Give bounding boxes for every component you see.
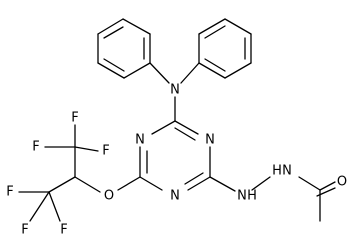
- hydrazide-nitrogen-2-label: N: [282, 164, 292, 179]
- hydrazide-nitrogen-1-label: N: [237, 189, 247, 204]
- ether-oxygen-label: O: [104, 189, 114, 204]
- trifluoroisopropoxy-chain: [18, 124, 141, 222]
- triazine-ring: [139, 120, 211, 191]
- fluorine-label-5: F: [21, 223, 28, 238]
- fluorine-label-4: F: [6, 185, 13, 200]
- left-phenyl-ring: [97, 18, 151, 79]
- fluorine-label-2: F: [71, 111, 78, 126]
- hydrazide-hydrogen-1-label: H: [247, 189, 257, 204]
- carbonyl-oxygen-label: O: [337, 175, 347, 190]
- fluorine-label-3: F: [102, 144, 109, 159]
- hydrazide-hydrogen-2-label: H: [272, 164, 282, 179]
- acetohydrazide-chain: [209, 176, 336, 222]
- fluorine-label-6: F: [60, 223, 67, 238]
- ring-nitrogen-left-label: N: [135, 133, 145, 148]
- ring-nitrogen-bottom-label: N: [170, 189, 180, 204]
- ring-nitrogen-right-label: N: [205, 133, 215, 148]
- amine-nitrogen-label: N: [170, 83, 180, 98]
- right-phenyl-ring: [198, 18, 252, 79]
- amine-bonds: [149, 62, 200, 122]
- fluorine-label-1: F: [32, 140, 39, 155]
